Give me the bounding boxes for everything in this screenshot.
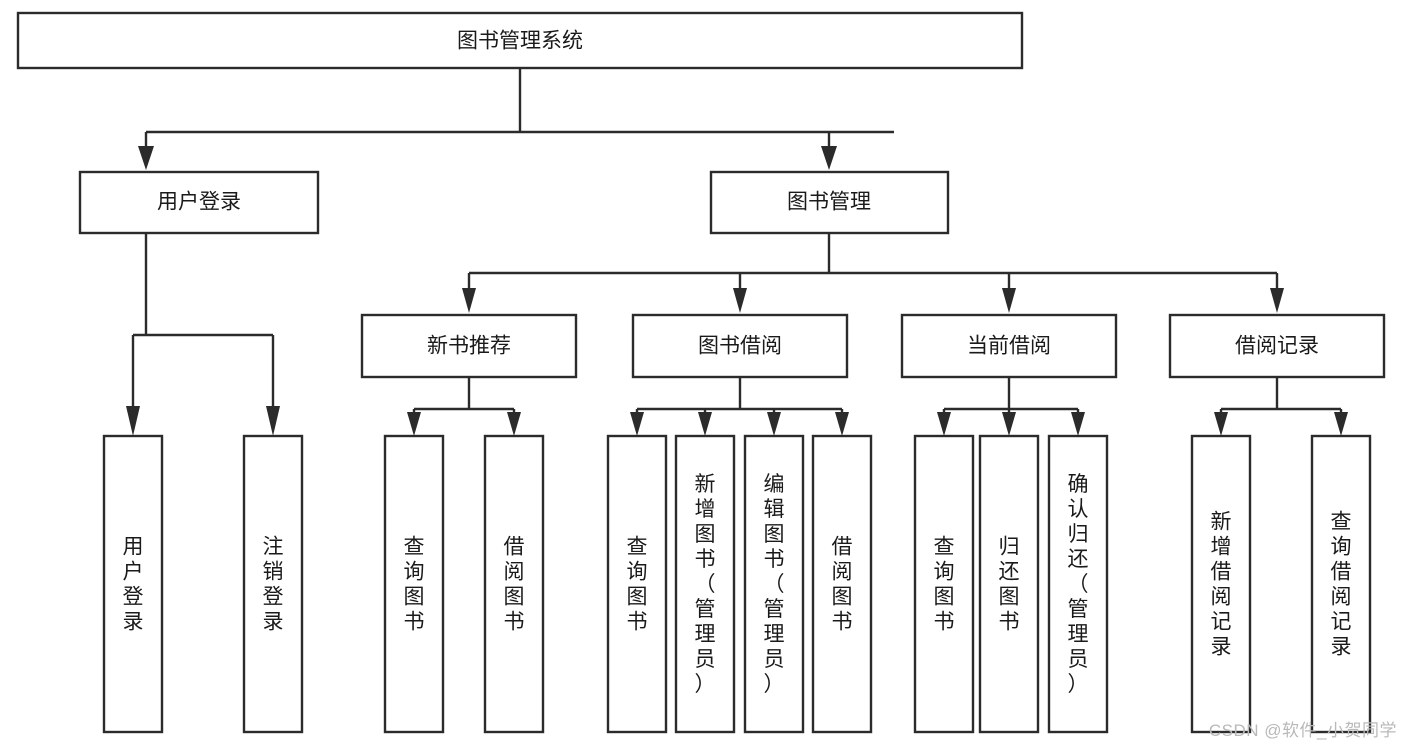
node-borrow-record-label: 借阅记录	[1235, 335, 1319, 358]
leaf-new-book-1-label: 查询图书	[404, 536, 425, 634]
leaf-user-login-2-label: 注销登录	[263, 536, 284, 634]
leaf-borrow-record-2-box[interactable]	[1310, 434, 1372, 734]
node-book-borrow-box[interactable]	[631, 313, 849, 379]
arrow-head-new-book	[462, 288, 476, 313]
leaf-borrow-record-2-label: 查询借阅记录	[1331, 511, 1352, 659]
arrow-head-current-borrow	[1002, 288, 1016, 313]
leaf-current-borrow-3-label: 确认归还（管理员）	[1068, 473, 1089, 696]
arrow-head-newbook-leaf-2	[507, 412, 521, 436]
leaf-current-borrow-1-label: 查询图书	[934, 536, 955, 634]
node-borrow-record[interactable]: 借阅记录	[1168, 313, 1386, 379]
arrow-head-user-login-leaf-2	[266, 406, 280, 436]
node-user-login[interactable]: 用户登录	[78, 170, 320, 235]
arrow-head-bookborrow-leaf-4	[835, 412, 849, 436]
leaf-current-borrow-2[interactable]: 归还图书	[978, 434, 1040, 734]
leaf-current-borrow-1[interactable]: 查询图书	[913, 434, 975, 734]
node-book-borrow[interactable]: 图书借阅	[631, 313, 849, 379]
leaf-current-borrow-3[interactable]: 确认归还（管理员）	[1047, 434, 1109, 734]
leaf-book-borrow-2-label: 新增图书（管理员）	[695, 473, 716, 696]
node-current-borrow[interactable]: 当前借阅	[900, 313, 1118, 379]
leaf-current-borrow-3-box[interactable]	[1047, 434, 1109, 734]
leaf-book-borrow-1-label: 查询图书	[627, 536, 648, 634]
leaf-book-borrow-1[interactable]: 查询图书	[606, 434, 668, 734]
leaf-current-borrow-1-box[interactable]	[913, 434, 975, 734]
arrow-head-book-borrow	[733, 288, 747, 313]
leaf-user-login-1[interactable]: 用户登录	[102, 434, 164, 734]
node-book-manage-box[interactable]	[709, 170, 950, 235]
leaf-borrow-record-2[interactable]: 查询借阅记录	[1310, 434, 1372, 734]
leaf-current-borrow-2-box[interactable]	[978, 434, 1040, 734]
node-new-book-recommend-box[interactable]	[360, 313, 578, 379]
arrow-head-user-login	[138, 146, 154, 170]
leaf-borrow-record-1-label: 新增借阅记录	[1211, 511, 1232, 659]
node-user-login-box[interactable]	[78, 170, 320, 235]
arrow-head-bookborrow-leaf-1	[630, 412, 644, 436]
arrow-head-borrow-record	[1270, 288, 1284, 313]
leaf-new-book-2[interactable]: 借阅图书	[483, 434, 545, 734]
arrow-head-currentborrow-leaf-3	[1071, 412, 1085, 436]
leaf-user-login-1-label: 用户登录	[123, 536, 144, 634]
node-root-label: 图书管理系统	[457, 30, 583, 53]
leaf-borrow-record-1[interactable]: 新增借阅记录	[1190, 434, 1252, 734]
node-current-borrow-label: 当前借阅	[967, 335, 1051, 358]
node-book-borrow-label: 图书借阅	[698, 335, 782, 358]
arrow-head-user-login-leaf-1	[126, 406, 140, 436]
node-book-manage[interactable]: 图书管理	[709, 170, 950, 235]
leaf-book-borrow-3-label: 编辑图书（管理员）	[764, 473, 785, 696]
leaf-new-book-1-box[interactable]	[383, 434, 445, 734]
arrow-head-borrowrecord-leaf-2	[1334, 412, 1348, 436]
leaf-user-login-2[interactable]: 注销登录	[242, 434, 304, 734]
leaf-borrow-record-1-box[interactable]	[1190, 434, 1252, 734]
node-current-borrow-box[interactable]	[900, 313, 1118, 379]
node-user-login-label: 用户登录	[157, 191, 241, 214]
node-root[interactable]: 图书管理系统	[16, 11, 1024, 70]
node-borrow-record-box[interactable]	[1168, 313, 1386, 379]
leaf-user-login-2-box[interactable]	[242, 434, 304, 734]
arrow-head-currentborrow-leaf-1	[937, 412, 951, 436]
leaf-user-login-1-box[interactable]	[102, 434, 164, 734]
leaf-book-borrow-4-label: 借阅图书	[832, 536, 853, 634]
leaf-book-borrow-2-box[interactable]	[674, 434, 736, 734]
arrow-head-borrowrecord-leaf-1	[1214, 412, 1228, 436]
leaf-book-borrow-4-box[interactable]	[811, 434, 873, 734]
arrow-head-currentborrow-leaf-2	[1002, 412, 1016, 436]
leaf-book-borrow-1-box[interactable]	[606, 434, 668, 734]
leaf-book-borrow-3-box[interactable]	[743, 434, 805, 734]
leaf-book-borrow-3[interactable]: 编辑图书（管理员）	[743, 434, 805, 734]
leaf-new-book-1[interactable]: 查询图书	[383, 434, 445, 734]
node-root-box[interactable]	[16, 11, 1024, 70]
leaf-new-book-2-box[interactable]	[483, 434, 545, 734]
arrow-head-newbook-leaf-1	[407, 412, 421, 436]
node-book-manage-label: 图书管理	[787, 191, 871, 214]
leaf-current-borrow-2-label: 归还图书	[999, 536, 1020, 634]
node-new-book-recommend[interactable]: 新书推荐	[360, 313, 578, 379]
arrow-head-bookborrow-leaf-2	[698, 412, 712, 436]
arrow-head-book-manage	[821, 146, 837, 170]
watermark-credit: CSDN @软件_小贺同学	[1208, 721, 1397, 740]
leaf-book-borrow-4[interactable]: 借阅图书	[811, 434, 873, 734]
node-new-book-recommend-label: 新书推荐	[427, 335, 511, 358]
leaf-book-borrow-2[interactable]: 新增图书（管理员）	[674, 434, 736, 734]
leaf-new-book-2-label: 借阅图书	[504, 536, 525, 634]
connector-layer	[126, 68, 1348, 436]
arrow-head-bookborrow-leaf-3	[767, 412, 781, 436]
